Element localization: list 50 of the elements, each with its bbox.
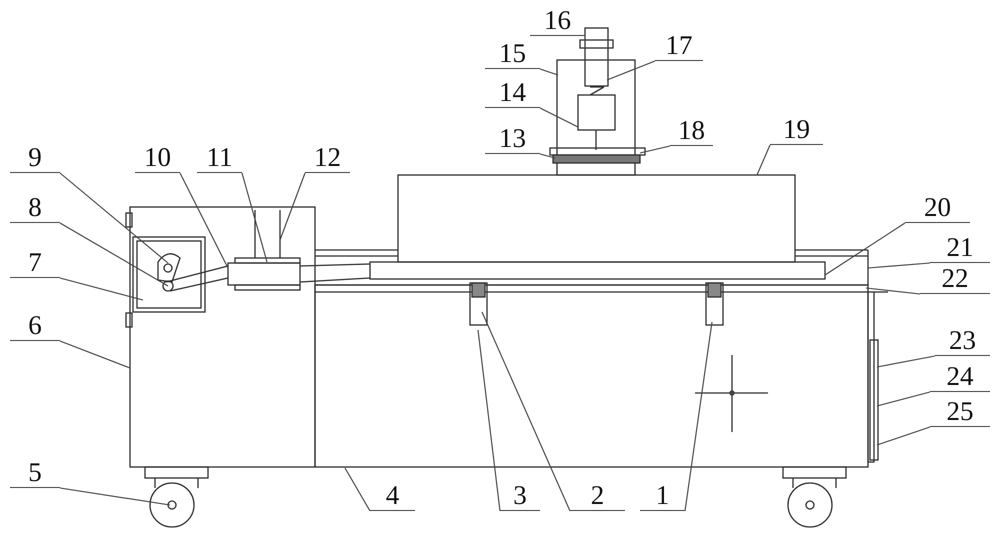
leader-line (279, 172, 306, 240)
leader-line (824, 222, 906, 276)
callout-number: 21 (930, 234, 990, 263)
leader-line (344, 468, 370, 512)
leader-line (584, 36, 586, 48)
leader-line (60, 172, 168, 264)
callout-number: 20 (905, 194, 970, 223)
callout-number: 8 (10, 194, 60, 223)
leader-line (540, 108, 578, 128)
callout-number: 4 (370, 482, 415, 511)
callout-number: 3 (500, 482, 540, 511)
callout-number: 19 (770, 116, 823, 145)
callout-number: 9 (10, 144, 60, 173)
leader-line (540, 153, 556, 159)
callout-number: 23 (935, 327, 990, 356)
leader-line (868, 262, 930, 269)
leader-line (876, 355, 936, 368)
leader-line (60, 340, 130, 369)
callout-number: 13 (485, 125, 540, 154)
leader-line (477, 330, 501, 512)
leader-line (640, 145, 670, 154)
callout-number: 24 (930, 363, 990, 392)
leader-line (60, 487, 170, 506)
callout-number: 17 (655, 32, 703, 61)
leader-line (606, 60, 656, 81)
callout-number: 11 (197, 144, 242, 173)
leader-line (876, 391, 930, 407)
callout-number: 18 (670, 117, 713, 146)
leader-line (180, 172, 228, 268)
callout-number: 5 (10, 459, 60, 488)
callout-number: 22 (920, 265, 990, 294)
leader-line (482, 312, 570, 512)
callout-number: 14 (485, 79, 540, 108)
leader-line (60, 277, 144, 301)
callout-number: 6 (10, 312, 60, 341)
leader-line (540, 68, 558, 76)
callout-number: 7 (10, 249, 60, 278)
callout-number: 12 (305, 144, 350, 173)
leader-line (684, 322, 713, 512)
callout-number: 25 (930, 398, 990, 427)
leader-line (756, 144, 770, 176)
callout-number: 1 (640, 482, 685, 511)
callout-number: 2 (570, 482, 625, 511)
leader-line (866, 287, 920, 295)
callout-number: 16 (530, 7, 585, 36)
callout-number: 15 (485, 40, 540, 69)
leader-line (876, 426, 930, 446)
callout-number: 10 (135, 144, 180, 173)
leader-line (241, 172, 268, 262)
leader-line (60, 222, 168, 286)
